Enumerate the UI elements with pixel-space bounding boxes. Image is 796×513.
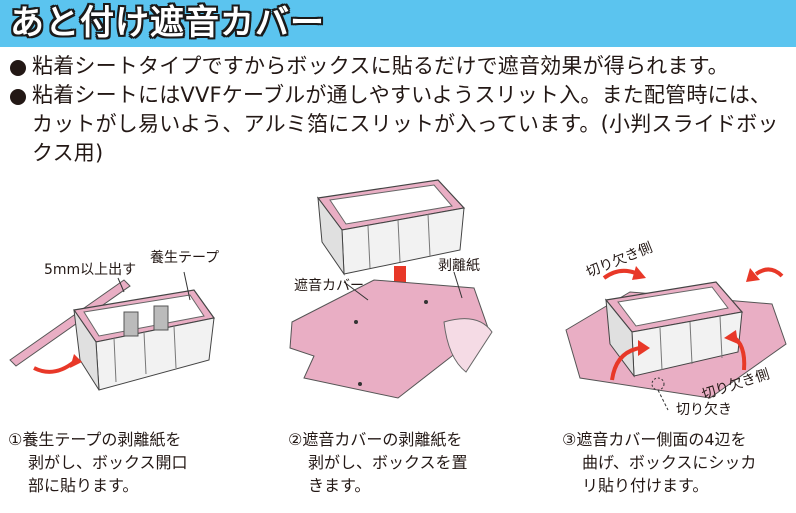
feature-list: 粘着シートタイプですからボックスに貼るだけで遮音効果が得られます。 粘着シートに… <box>6 52 792 168</box>
caption-line: きます。 <box>308 476 371 495</box>
step2-illustration: 遮音カバー 剥離紙 <box>278 172 508 412</box>
release-paper-label: 剥離紙 <box>438 258 480 274</box>
step1-illustration: 5mm以上出す 養生テープ <box>4 250 244 415</box>
bullet-dot-icon <box>10 60 26 76</box>
caption-line: ①養生テープの剥離紙を <box>8 430 182 449</box>
tape-label: 養生テープ <box>150 250 220 266</box>
caption-line: 剥がし、ボックス開口 <box>28 453 188 472</box>
caption-line: 剥がし、ボックスを置 <box>308 453 468 472</box>
bullet-dot-icon <box>10 89 26 105</box>
feature-text: 粘着シートにはVVFケーブルが通しやすいようスリット入。また配管時には、カットが… <box>32 83 779 165</box>
feature-item: 粘着シートにはVVFケーブルが通しやすいようスリット入。また配管時には、カットが… <box>6 81 792 168</box>
step3-illustration: 切り欠き側 切り欠き側 切り欠き <box>560 240 790 422</box>
caption-line: リ貼り付けます。 <box>582 476 709 495</box>
caption-line: ②遮音カバーの剥離紙を <box>288 430 463 449</box>
page-title: あと付け遮音カバー <box>10 3 325 43</box>
cover-label: 遮音カバー <box>294 278 364 294</box>
notch-label: 切り欠き <box>676 402 732 418</box>
margin-label: 5mm以上出す <box>44 262 137 278</box>
step2-caption: ②遮音カバーの剥離紙を 剥がし、ボックスを置 きます。 <box>288 428 468 497</box>
feature-item: 粘着シートタイプですからボックスに貼るだけで遮音効果が得られます。 <box>6 52 792 81</box>
caption-line: 部に貼ります。 <box>28 476 139 495</box>
caption-line: 曲げ、ボックスにシッカ <box>582 453 757 472</box>
step3-caption: ③遮音カバー側面の4辺を 曲げ、ボックスにシッカ リ貼り付けます。 <box>562 428 756 497</box>
title-bar: あと付け遮音カバー <box>0 0 796 47</box>
feature-text: 粘着シートタイプですからボックスに貼るだけで遮音効果が得られます。 <box>32 54 729 78</box>
step1-caption: ①養生テープの剥離紙を 剥がし、ボックス開口 部に貼ります。 <box>8 428 188 497</box>
caption-line: ③遮音カバー側面の4辺を <box>562 430 747 449</box>
